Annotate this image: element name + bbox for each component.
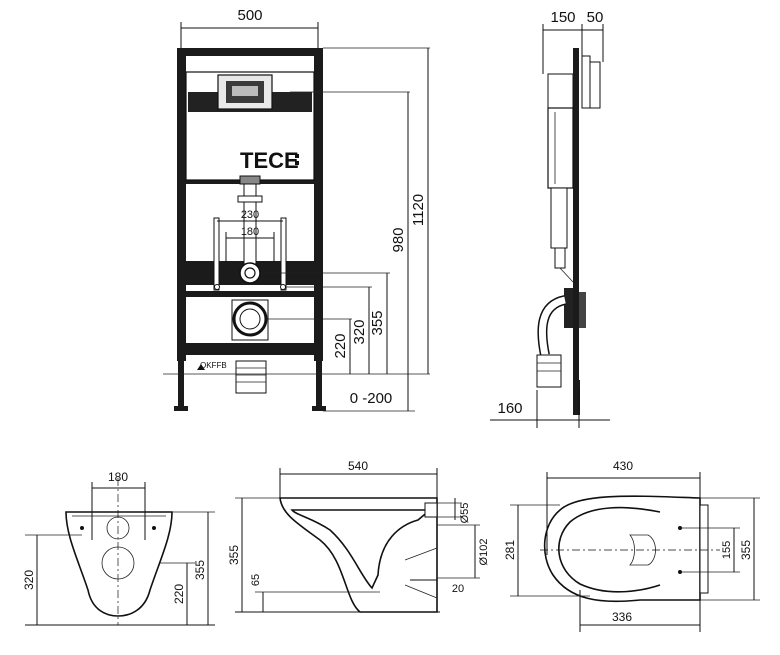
waste-connection-inner xyxy=(239,308,261,330)
top-fixing-hole-1 xyxy=(678,526,682,530)
toilet-top-back xyxy=(699,504,709,594)
fixing-hole-right xyxy=(152,526,156,530)
toilet-side-bowl xyxy=(290,509,433,590)
fixing-nut-right xyxy=(280,284,286,290)
dim-height-220: 220 xyxy=(332,333,349,358)
side-waste-bend-inner xyxy=(538,296,566,356)
side-flush-plate xyxy=(581,55,591,109)
side-bracket xyxy=(564,288,573,328)
tt-dim-355: 355 xyxy=(739,540,753,560)
toilet-front-view: 180 320 220 355 xyxy=(22,470,215,626)
side-dim-50: 50 xyxy=(587,9,604,26)
frame-lower-bar xyxy=(183,291,317,297)
front-frame: TECE xyxy=(174,48,326,411)
flush-mechanism-detail xyxy=(232,86,258,96)
toilet-side-inlet xyxy=(424,502,438,518)
dim-spacing-230: 230 xyxy=(241,209,259,221)
brand-logo-dot-2 xyxy=(295,161,299,165)
flush-connection xyxy=(239,262,261,284)
waste-connection xyxy=(232,301,268,337)
dim-spacing-180: 180 xyxy=(241,226,259,238)
tt-dim-336: 336 xyxy=(612,610,632,624)
ts-dim-540: 540 xyxy=(348,459,368,473)
side-dim-150: 150 xyxy=(550,9,575,26)
tt-dim-281: 281 xyxy=(503,540,517,560)
ts-dim-102: Ø102 xyxy=(478,539,490,566)
flush-connection-inner xyxy=(244,267,256,279)
toilet-top-outline xyxy=(543,495,701,603)
frame-left-foot-base xyxy=(174,406,188,411)
side-frame-post xyxy=(573,48,579,415)
toilet-side-trap xyxy=(404,547,438,599)
side-dim-160: 160 xyxy=(497,400,522,417)
frame-top-bar xyxy=(177,48,323,56)
tf-dim-320: 320 xyxy=(22,570,36,590)
flush-pipe-collar xyxy=(237,195,263,203)
side-mechanism xyxy=(547,73,574,109)
side-flush-plate-front xyxy=(589,61,601,109)
fixing-nut-left xyxy=(214,284,220,290)
toilet-side-outline xyxy=(279,497,438,613)
dim-height-320: 320 xyxy=(351,319,368,344)
front-dimensions: 500 230 180 1120 980 355 320 220 0 -200 … xyxy=(163,7,430,412)
dim-height-355: 355 xyxy=(369,310,386,335)
flush-valve xyxy=(239,175,261,185)
side-flush-pipe xyxy=(550,187,568,249)
floor-mark-triangle xyxy=(197,364,205,370)
fixing-stud-left xyxy=(213,217,220,291)
side-foot xyxy=(574,380,580,415)
toilet-side-view: 540 355 65 Ø55 Ø102 20 xyxy=(227,459,490,613)
tf-dim-180: 180 xyxy=(108,470,128,484)
ts-dim-355: 355 xyxy=(227,545,241,565)
dim-width-500: 500 xyxy=(237,7,262,24)
side-fixing xyxy=(579,292,586,328)
toilet-top-bowl xyxy=(558,506,661,593)
ts-dim-20: 20 xyxy=(452,583,464,595)
dim-adjust-range: 0 -200 xyxy=(350,390,393,407)
frame-left-foot xyxy=(178,355,184,411)
dim-height-980: 980 xyxy=(390,227,407,252)
frame-right-foot xyxy=(316,355,322,411)
flush-inlet-circle xyxy=(106,516,130,540)
side-view: 150 50 160 xyxy=(490,9,610,428)
tt-dim-430: 430 xyxy=(613,459,633,473)
waste-outlet-circle xyxy=(101,546,135,580)
brand-logo: TECE xyxy=(240,148,299,173)
side-cistern xyxy=(547,107,574,189)
toilet-top-outlet xyxy=(629,534,656,566)
frame-base-bar xyxy=(177,343,323,355)
toilet-front-outline xyxy=(65,511,173,617)
ts-dim-55: Ø55 xyxy=(459,503,471,524)
frame-right-foot-base xyxy=(312,406,326,411)
frame-right-post xyxy=(314,48,323,361)
frame-left-post xyxy=(177,48,186,361)
tf-dim-355: 355 xyxy=(193,560,207,580)
drain-outlet xyxy=(235,360,267,394)
top-fixing-hole-2 xyxy=(678,570,682,574)
fixing-hole-left xyxy=(80,526,84,530)
dim-height-1120: 1120 xyxy=(410,194,427,226)
floor-level-label: OKFFB xyxy=(200,361,227,370)
tf-dim-220: 220 xyxy=(172,584,186,604)
side-connector xyxy=(559,267,574,283)
toilet-top-view: 430 336 281 155 355 xyxy=(503,459,760,632)
side-flush-pipe-lower xyxy=(554,247,566,269)
ts-dim-65: 65 xyxy=(250,574,262,586)
fixing-stud-right xyxy=(280,217,287,291)
brand-logo-dot xyxy=(295,154,299,158)
tt-dim-155: 155 xyxy=(721,541,733,559)
